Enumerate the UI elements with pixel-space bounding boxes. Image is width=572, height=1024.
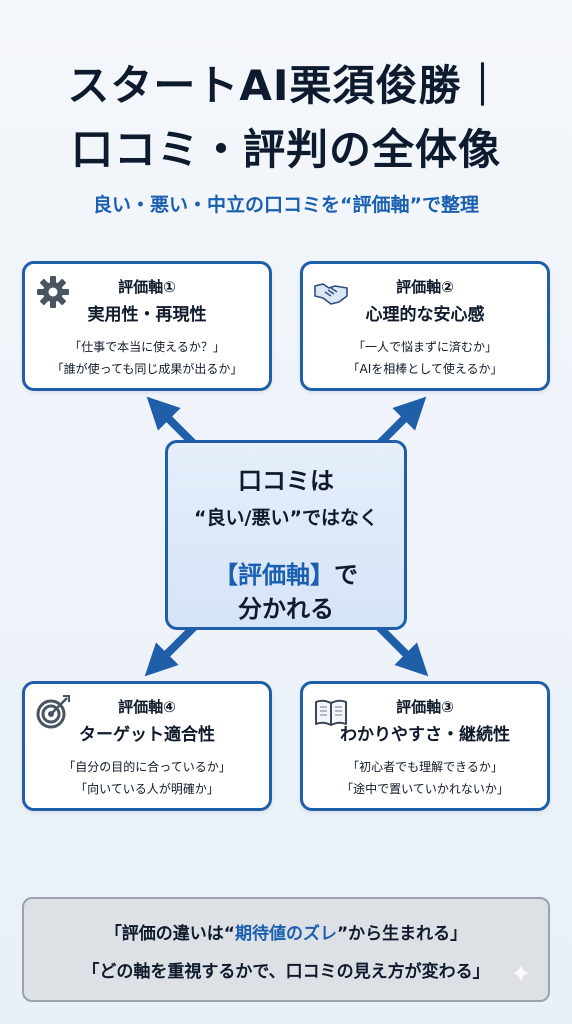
summary-accent: 期待値のズレ <box>235 924 337 944</box>
axis-question-2: 「途中で置いていかれないか」 <box>341 782 509 796</box>
target-icon <box>36 695 70 729</box>
axis-label: 評価軸③ <box>396 698 454 716</box>
axis-question-2: 「向いている人が明確か」 <box>75 782 219 796</box>
center-line-3-rest: で <box>334 561 358 589</box>
axis-question-1: 「自分の目的に合っているか」 <box>63 760 231 774</box>
axis-card-2: 評価軸② 心理的な安心感 「一人で悩まずに済むか」 「AIを相棒として使えるか」 <box>300 261 550 391</box>
page-title-line1: スタートAI栗須俊勝｜ <box>67 61 505 110</box>
axis-label: 評価軸① <box>118 278 176 296</box>
axis-question-1: 「一人で悩まずに済むか」 <box>352 340 497 354</box>
center-line-1: 口コミは <box>238 467 334 495</box>
book-icon <box>315 699 347 726</box>
center-line-2: “良い/悪い”ではなく <box>194 507 378 529</box>
axis-label: 評価軸④ <box>118 698 176 716</box>
axis-card-4: 評価軸④ ターゲット適合性 「自分の目的に合っているか」 「向いている人が明確か… <box>22 681 272 811</box>
arrow-to-axis3 <box>375 623 429 677</box>
summary-line-1: 「評価の違いは“期待値のズレ”から生まれる」 <box>24 919 548 944</box>
arrow-to-axis4 <box>144 623 198 677</box>
arrow-to-axis1 <box>146 396 198 448</box>
summary-line-2: 「どの軸を重視するかで、口コミの見え方が変わる」 <box>82 962 490 982</box>
axis-question-1: 「仕事で本当に使えるか？」 <box>69 340 225 354</box>
axis-name: ターゲット適合性 <box>79 725 215 745</box>
center-line-3: 【評価軸】で <box>168 555 404 590</box>
center-message-box: 口コミは “良い/悪い”ではなく 【評価軸】で 分かれる <box>165 440 407 630</box>
summary-box: 「評価の違いは“期待値のズレ”から生まれる」 「どの軸を重視するかで、口コミの見… <box>22 897 550 1002</box>
axis-question-2: 「AIを相棒として使えるか」 <box>347 362 503 376</box>
axis-name: わかりやすさ・継続性 <box>340 725 510 745</box>
axis-label: 評価軸② <box>396 278 454 296</box>
summary-line-1-post: ”から生まれる」 <box>337 924 468 944</box>
center-line-4: 分かれる <box>238 595 334 623</box>
summary-line-1-pre: 「評価の違いは“ <box>104 924 235 944</box>
handshake-icon <box>314 283 348 305</box>
axis-name: 心理的な安心感 <box>365 305 485 325</box>
axis-name: 実用性・再現性 <box>87 305 207 325</box>
center-accent: 【評価軸】 <box>214 561 334 589</box>
axis-card-1: 評価軸① 実用性・再現性 「仕事で本当に使えるか？」 「誰が使っても同じ成果が出… <box>22 261 272 391</box>
page-title-line2: 口コミ・評判の全体像 <box>70 125 501 174</box>
page-subtitle: 良い・悪い・中立の口コミを“評価軸”で整理 <box>93 194 479 216</box>
gear-icon <box>37 276 69 308</box>
arrow-to-axis2 <box>375 396 427 448</box>
axis-question-1: 「初心者でも理解できるか」 <box>347 760 503 774</box>
axis-question-2: 「誰が使っても同じ成果が出るか」 <box>51 362 243 376</box>
axis-card-3: 評価軸③ わかりやすさ・継続性 「初心者でも理解できるか」 「途中で置いていかれ… <box>300 681 550 811</box>
sparkle-icon <box>512 964 530 982</box>
